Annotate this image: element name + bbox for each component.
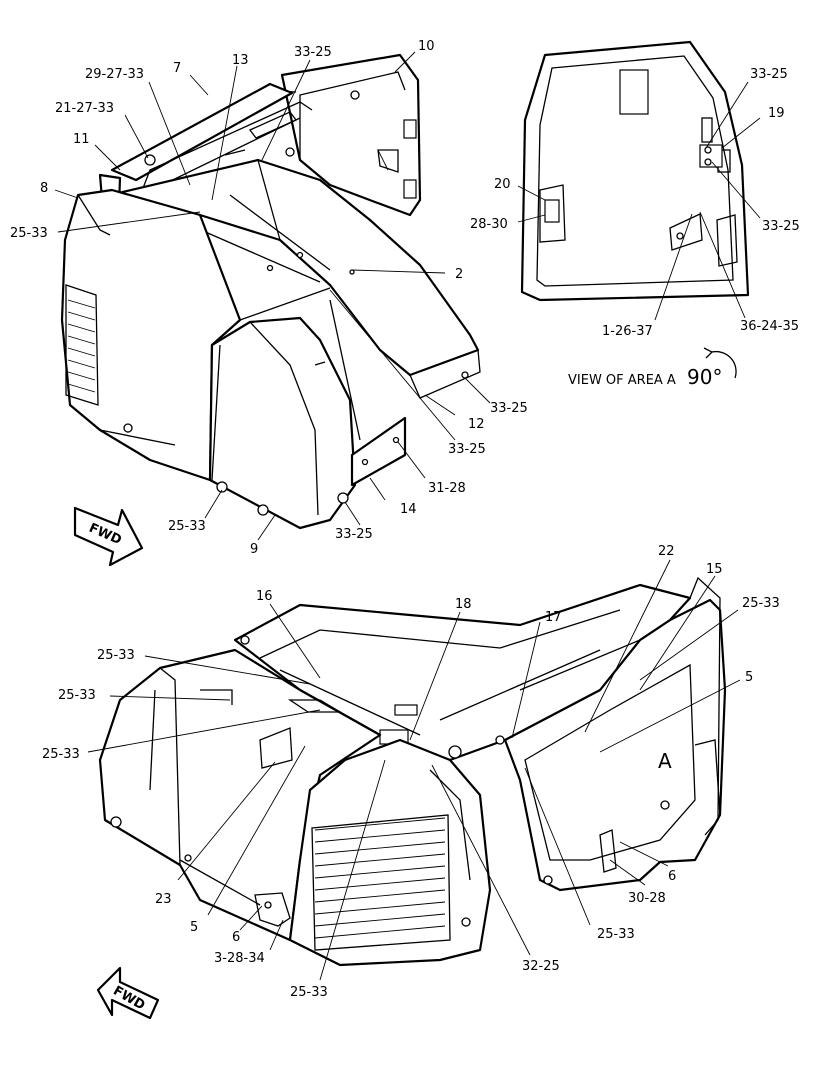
callout-29-27-33: 29-27-33 — [85, 67, 144, 82]
callout-17: 17 — [545, 610, 562, 625]
callout-1-26-37: 1-26-37 — [602, 324, 653, 339]
callout-16: 16 — [256, 589, 273, 604]
callout-25-33: 25-33 — [290, 985, 328, 1000]
leader-lines — [54, 51, 761, 981]
callout-23: 23 — [155, 892, 172, 907]
area-a-marker: A — [658, 749, 672, 773]
callout-9: 9 — [250, 542, 258, 557]
view-of-area-a — [520, 40, 750, 302]
callout-5: 5 — [745, 670, 753, 685]
rotation-label: 90° — [687, 365, 722, 389]
callout-33-25: 33-25 — [750, 67, 788, 82]
callout-32-25: 32-25 — [522, 959, 560, 974]
callout-6: 6 — [668, 869, 676, 884]
callout-33-25: 33-25 — [762, 219, 800, 234]
rear-cover-10 — [280, 53, 422, 217]
rotate-90-icon — [703, 347, 737, 379]
callout-2: 2 — [455, 267, 463, 282]
callout-12: 12 — [468, 417, 485, 432]
callout-28-30: 28-30 — [470, 217, 508, 232]
callout-13: 13 — [232, 53, 249, 68]
callout-15: 15 — [706, 562, 723, 577]
left-cover-8 — [60, 188, 242, 482]
callout-25-33: 25-33 — [597, 927, 635, 942]
front-bonnet — [288, 738, 492, 967]
view-caption: VIEW OF AREA A — [568, 373, 676, 388]
callout-18: 18 — [455, 597, 472, 612]
callout-22: 22 — [658, 544, 675, 559]
callout-31-28: 31-28 — [428, 481, 466, 496]
callout-25-33: 25-33 — [58, 688, 96, 703]
callout-3-28-34: 3-28-34 — [214, 951, 265, 966]
callout-33-25: 33-25 — [294, 45, 332, 60]
callout-33-25: 33-25 — [448, 442, 486, 457]
callout-20: 20 — [494, 177, 511, 192]
latch-bracket — [254, 892, 291, 927]
callout-30-28: 30-28 — [628, 891, 666, 906]
callout-25-33: 25-33 — [10, 226, 48, 241]
callout-25-33: 25-33 — [742, 596, 780, 611]
front-cover-9 — [208, 316, 357, 530]
callout-25-33: 25-33 — [168, 519, 206, 534]
callout-8: 8 — [40, 181, 48, 196]
fwd-arrow-bottom: FWD — [96, 966, 160, 1020]
callout-36-24-35: 36-24-35 — [740, 319, 799, 334]
callout-10: 10 — [418, 39, 435, 54]
callout-33-25: 33-25 — [335, 527, 373, 542]
callout-6: 6 — [232, 930, 240, 945]
callout-7: 7 — [173, 61, 181, 76]
fwd-arrow-top: FWD — [73, 506, 144, 567]
callout-21-27-33: 21-27-33 — [55, 101, 114, 116]
callout-33-25: 33-25 — [490, 401, 528, 416]
grille-upper — [65, 284, 99, 406]
grille-lower — [311, 814, 451, 951]
plate-14 — [350, 416, 407, 487]
callout-19: 19 — [768, 106, 785, 121]
callout-labels: 29-27-33 7 13 33-25 10 21-27-33 11 8 25-… — [10, 39, 800, 1000]
callout-25-33: 25-33 — [42, 747, 80, 762]
callout-14: 14 — [400, 502, 417, 517]
callout-5: 5 — [190, 920, 198, 935]
top-lid-7 — [110, 82, 294, 182]
callout-25-33: 25-33 — [97, 648, 135, 663]
callout-11: 11 — [73, 132, 90, 147]
upper-hood-assembly — [60, 53, 481, 530]
lower-frame-assembly — [98, 576, 727, 967]
